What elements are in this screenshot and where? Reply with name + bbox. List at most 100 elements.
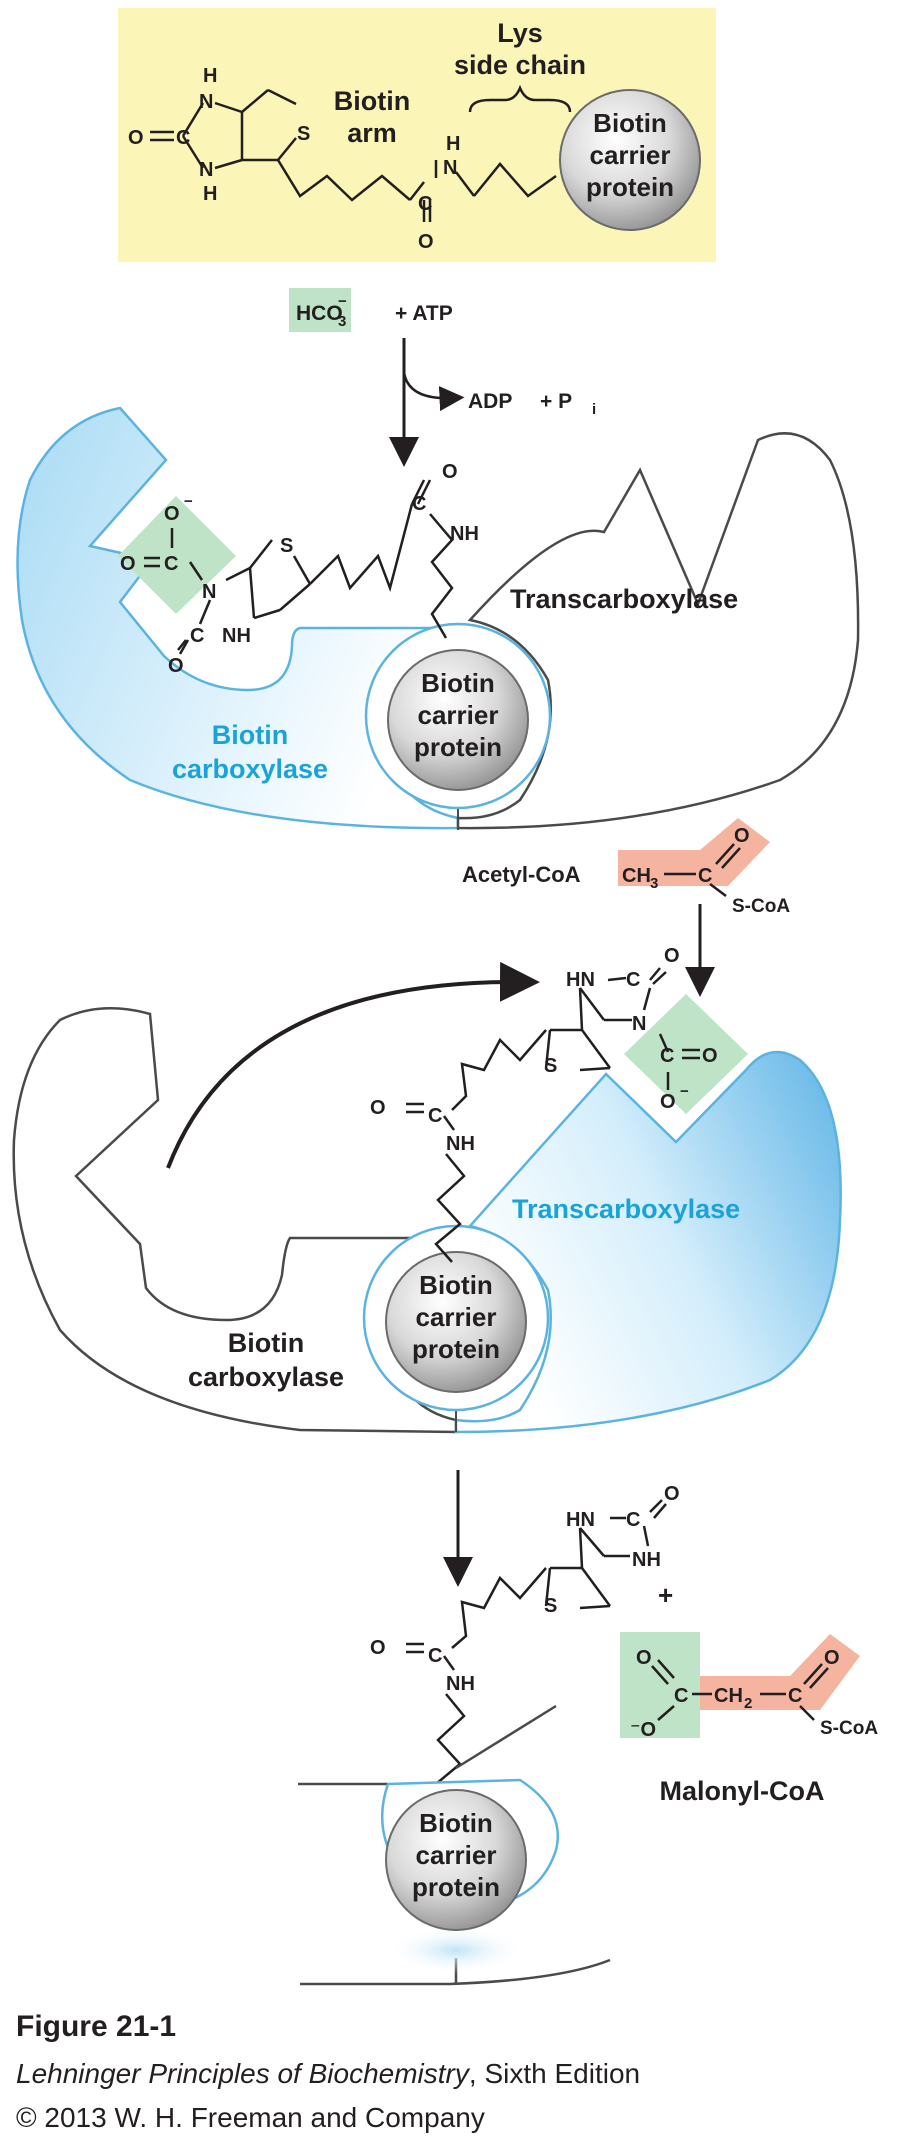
atom-h: H	[203, 65, 217, 87]
atom-c: C	[190, 625, 204, 647]
acetyl-highlight	[700, 1634, 860, 1710]
acetyl-coa-label: Acetyl-CoA	[462, 862, 581, 887]
bond	[715, 843, 735, 865]
atom-nh: NH	[446, 1133, 475, 1155]
transcarboxylase-label: Transcarboxylase	[510, 584, 738, 614]
co2-highlight	[624, 994, 748, 1114]
biotin-structure-panel: H N O C N H S H N C O Lys side chain Bio…	[118, 8, 716, 262]
ch3-label: CH	[622, 865, 651, 887]
product-step: HN C O NH S O C NH Biotin carrier protei…	[298, 1470, 878, 1986]
acetyl-coa: Acetyl-CoA CH 3 C O S-CoA	[462, 818, 790, 997]
atom-o: O	[664, 1483, 680, 1505]
transcarboxylase-label: Transcarboxylase	[512, 1194, 740, 1224]
carbonyl-c: C	[698, 865, 712, 887]
hco3-charge: −	[338, 293, 347, 310]
biotin-carboxylase-label-1: Biotin	[212, 720, 288, 750]
biotin-carboxylase-lobe	[16, 406, 471, 830]
transcarboxylase-lobe	[454, 1050, 842, 1434]
side-chain-label: side chain	[454, 50, 586, 80]
biotin-carrier-protein-ball	[385, 1251, 527, 1393]
copyright: © 2013 W. H. Freeman and Company	[16, 2102, 485, 2133]
biotin-carrier-protein-ball	[385, 1789, 527, 1931]
atom-s: S	[297, 123, 310, 145]
biotin-carboxylase-label-2: carboxylase	[188, 1362, 344, 1392]
atom-s: S	[544, 1595, 557, 1617]
carrier-label-3: protein	[412, 1872, 500, 1902]
atom-c: C	[626, 1509, 640, 1531]
atom-o: O	[636, 1647, 652, 1669]
swing-arrow	[166, 961, 540, 1169]
atom-o: O	[120, 553, 136, 575]
adp-label: ADP	[468, 390, 512, 413]
atom-n: N	[199, 159, 213, 181]
carboxybiotin-bonds	[144, 479, 454, 655]
hco3-subscript: 3	[338, 313, 346, 330]
carrier-label-2: carrier	[418, 700, 499, 730]
atom-o-minus: ⁻O	[630, 1719, 656, 1741]
carbonyl-c: C	[788, 1685, 802, 1707]
carrier-label-1: Biotin	[421, 668, 495, 698]
plus-atp-label: + ATP	[395, 302, 453, 325]
ch3-subscript: 3	[650, 875, 658, 892]
glow	[386, 1926, 526, 1974]
atom-nh: NH	[450, 523, 479, 545]
carrier-label-3: protein	[414, 732, 502, 762]
biotin-rings	[181, 84, 572, 222]
lys-label: Lys	[497, 18, 543, 48]
reaction-1: HCO 3 − + ATP ADP + P i	[289, 288, 596, 467]
hco3-highlight	[289, 288, 351, 332]
atom-s: S	[280, 535, 293, 557]
enzyme-complex-1: Biotin carrier protein O − O C N	[16, 406, 860, 830]
atom-o: O	[442, 461, 458, 483]
atom-hn: HN	[566, 969, 595, 991]
side-arrow-adp	[402, 371, 465, 412]
carbonyl-o: O	[824, 1647, 840, 1669]
ch2-label: CH	[714, 1685, 743, 1707]
bond	[709, 883, 727, 897]
charge-minus: −	[680, 1083, 689, 1100]
atom-o: O	[370, 1097, 386, 1119]
atom-o: O	[664, 945, 680, 967]
atom-o: O	[418, 231, 434, 253]
atom-c: C	[674, 1685, 688, 1707]
atom-nh: NH	[446, 1673, 475, 1695]
acetyl-highlight	[618, 818, 770, 886]
atom-n: N	[202, 581, 216, 603]
atom-hn: HN	[566, 1509, 595, 1531]
plus-pi-label: + P	[540, 390, 572, 413]
biotin-bonds	[406, 1499, 667, 1799]
carboxybiotin-bonds	[406, 967, 700, 1263]
atom-nh: NH	[222, 625, 251, 647]
atom-nh: NH	[632, 1549, 661, 1571]
carrier-label-3: protein	[412, 1334, 500, 1364]
biotin-carrier-protein-ball	[559, 89, 701, 231]
atom-c: C	[412, 493, 426, 515]
atom-o: O	[128, 127, 144, 149]
atom-c: C	[428, 1645, 442, 1667]
hco3-label: HCO	[296, 302, 343, 325]
carrier-label-2: carrier	[416, 1840, 497, 1870]
malonyl-bonds	[651, 1659, 829, 1721]
atom-n: N	[443, 157, 457, 179]
pi-subscript: i	[592, 401, 596, 418]
biotin-arm-label-1: Biotin	[334, 86, 410, 116]
carrier-label-2: carrier	[590, 140, 671, 170]
atom-n: N	[632, 1013, 646, 1035]
atom-o: O	[164, 503, 180, 525]
edition: , Sixth Edition	[468, 2058, 641, 2089]
atom-c: C	[176, 127, 190, 149]
atom-c: C	[428, 1105, 442, 1127]
carboxyl-highlight	[620, 1632, 700, 1738]
carrier-label-1: Biotin	[419, 1808, 493, 1838]
scoa-label: S-CoA	[820, 1718, 878, 1739]
ch2-subscript: 2	[744, 1695, 752, 1712]
atom-c: C	[418, 193, 432, 215]
atom-o: O	[370, 1637, 386, 1659]
figure-source: Lehninger Principles of Biochemistry, Si…	[16, 2058, 640, 2090]
enzyme-complex-2: Biotin carrier protein	[12, 945, 842, 1434]
charge-minus: −	[184, 493, 193, 510]
biotin-carboxylase-label-2: carboxylase	[172, 754, 328, 784]
atom-c: C	[164, 553, 178, 575]
carrier-label-2: carrier	[416, 1302, 497, 1332]
